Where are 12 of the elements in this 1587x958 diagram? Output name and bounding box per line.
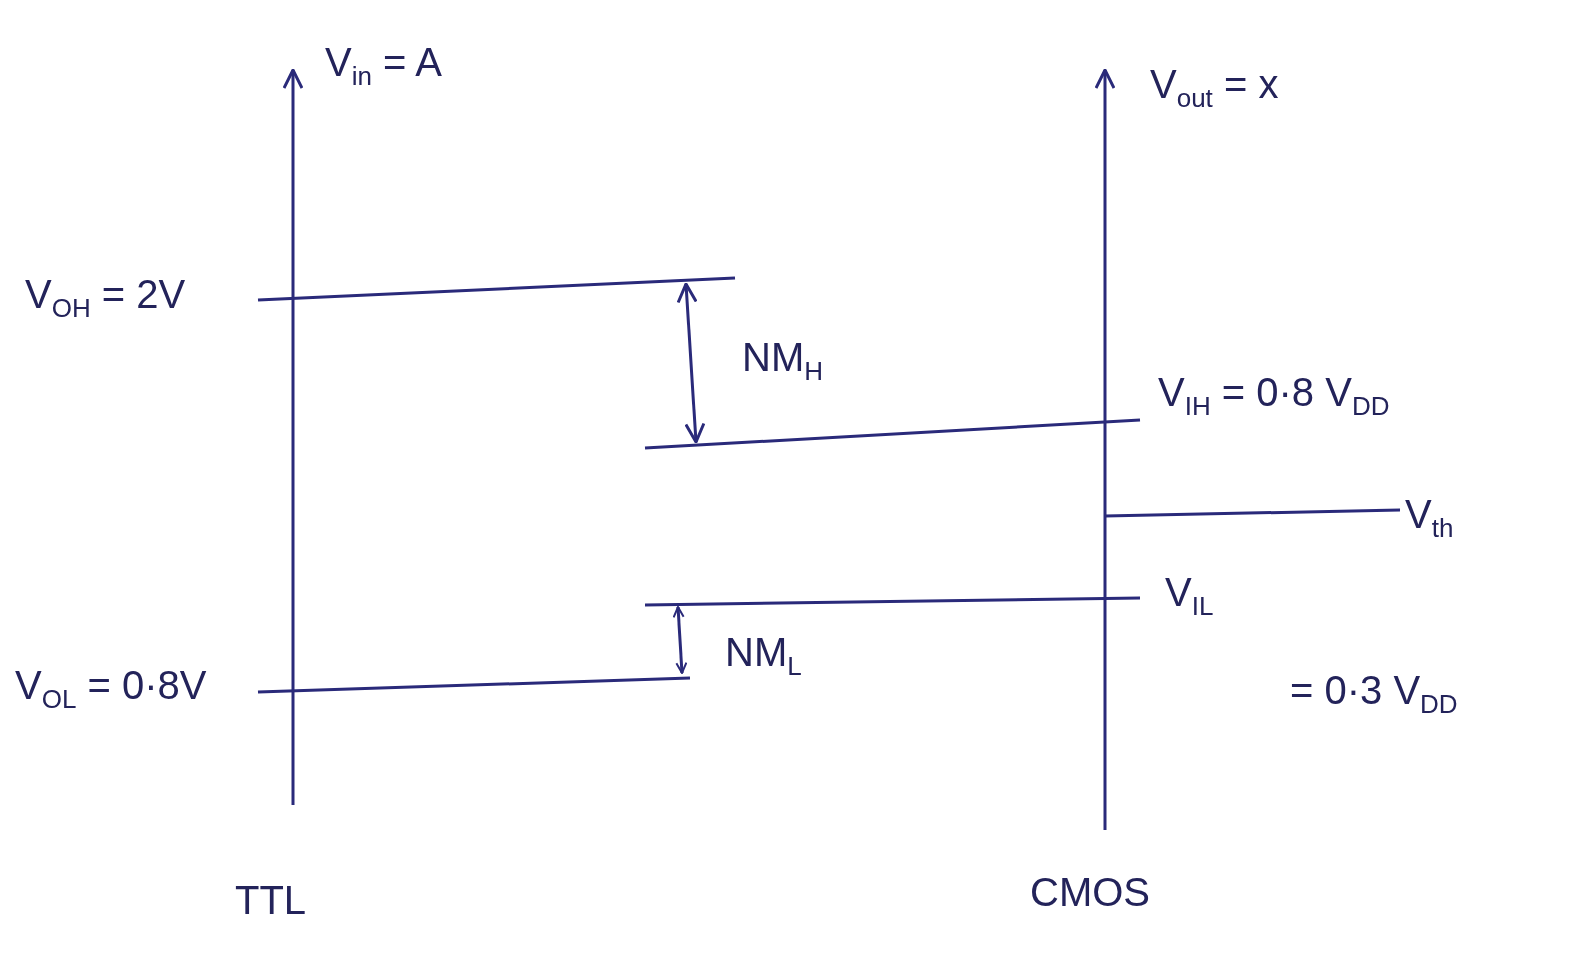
axis-caption: CMOS (1030, 870, 1150, 914)
level-label: V$_{OL}$ = 0·8V (15, 663, 207, 714)
margin-label: NM$_{H}$ (742, 335, 823, 386)
level-label: V$_{th}$ (1405, 492, 1454, 543)
axis-label: V$_{in}$ = A (325, 40, 442, 91)
margin-label: NM$_{L}$ (725, 630, 802, 681)
level-label: V$_{OH}$ = 2V (25, 272, 186, 323)
axis-label: V$_{out}$ = x (1150, 62, 1279, 113)
axis-caption: TTL (235, 878, 307, 922)
level-label: V$_{IL}$ (1165, 570, 1214, 621)
level-label: = 0·3 V$_{DD}$ (1290, 668, 1458, 719)
level-label: V$_{IH}$ = 0·8 V$_{DD}$ (1158, 370, 1390, 421)
